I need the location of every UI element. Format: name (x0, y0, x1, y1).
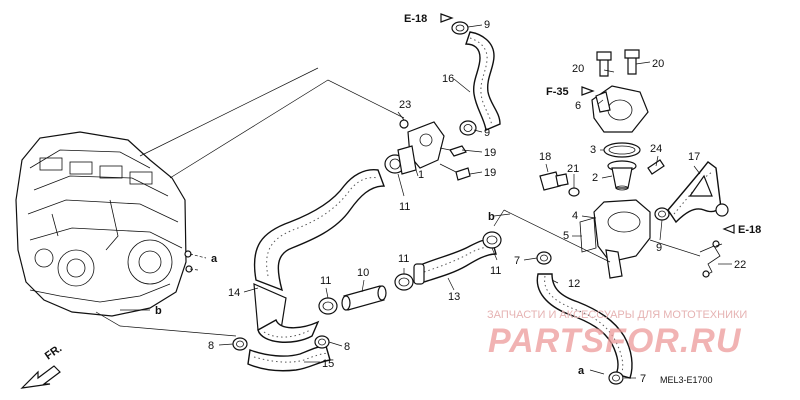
callout-20-left: 20 (572, 63, 584, 75)
callout-18: 18 (539, 151, 551, 163)
callout-10: 10 (357, 267, 369, 279)
callout-11-thermo: 11 (399, 201, 410, 213)
callout-14: 14 (228, 287, 240, 299)
callout-7-bottom: 7 (640, 373, 646, 385)
callout-leader-lines (218, 24, 732, 379)
callout-17: 17 (688, 151, 700, 163)
marker-a-engine: a (211, 253, 218, 265)
callout-20-right: 20 (652, 58, 664, 70)
front-label: FR. (43, 342, 64, 362)
callout-3: 3 (590, 144, 596, 156)
callout-23: 23 (399, 99, 411, 111)
callout-9-top: 9 (484, 19, 490, 31)
callout-12: 12 (568, 278, 580, 290)
callout-11-hose13: 11 (398, 253, 409, 265)
hose-clamps (232, 21, 729, 385)
watermark: ЗАПЧАСТИ И АКСЕССУАРЫ ДЛЯ МОТОТЕХНИКИ PA… (487, 309, 747, 360)
section-references: E-18 F-35 E-18 (404, 13, 761, 236)
callout-1: 1 (418, 169, 424, 181)
callout-21: 21 (567, 163, 579, 175)
callout-8-left: 8 (208, 340, 214, 352)
ref-e18-right: E-18 (738, 224, 761, 236)
callout-16: 16 (442, 73, 454, 85)
hose-15 (247, 345, 331, 372)
callout-9-right: 9 (656, 242, 662, 254)
ref-f35: F-35 (546, 86, 569, 98)
thermostat-housing-assembly (493, 49, 721, 279)
callout-4: 4 (572, 210, 578, 222)
ref-e18-top: E-18 (404, 13, 427, 25)
marker-b-engine: b (155, 305, 162, 317)
engine-illustration (15, 131, 193, 317)
callout-numbers: 1 2 3 4 5 6 7 7 8 8 9 9 9 10 11 11 11 11… (208, 19, 746, 385)
watermark-logo: PARTSFOR.RU (488, 322, 742, 360)
hose-17 (667, 161, 721, 224)
engine-markers: a b (95, 67, 405, 337)
connection-markers: b a (488, 211, 585, 377)
callout-15: 15 (322, 358, 334, 370)
hose-13 (413, 238, 497, 285)
callout-22: 22 (734, 259, 746, 271)
callout-19-upper: 19 (484, 147, 496, 159)
callout-8-right: 8 (344, 341, 350, 353)
callout-6: 6 (575, 100, 581, 112)
front-direction-indicator: FR. (20, 342, 64, 389)
callout-19-lower: 19 (484, 167, 496, 179)
callout-2: 2 (592, 172, 598, 184)
diagram-code: MEL3-E1700 (660, 375, 713, 385)
hose-16 (465, 31, 501, 131)
callout-11-pipe: 11 (320, 275, 331, 287)
callout-24: 24 (650, 143, 662, 155)
callout-13: 13 (448, 291, 460, 303)
water-joint-1 (397, 119, 471, 181)
callout-7-mid: 7 (514, 255, 520, 267)
callout-11-right: 11 (490, 265, 501, 277)
marker-a-bottom: a (578, 365, 585, 377)
watermark-caption: ЗАПЧАСТИ И АКСЕССУАРЫ ДЛЯ МОТОТЕХНИКИ (487, 309, 747, 321)
callout-9-mid: 9 (484, 127, 490, 139)
marker-b-mid: b (488, 211, 495, 223)
hose-14 (253, 169, 386, 343)
pipe-10 (341, 285, 387, 311)
callout-5: 5 (563, 230, 569, 242)
